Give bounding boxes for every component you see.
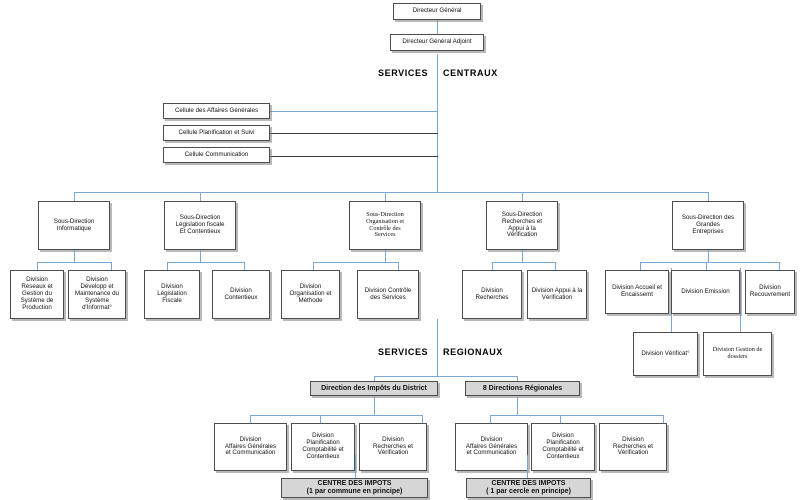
node-sous-direction-recherches-appui[interactable]: Sous-Direction Recherches et Appui à la … [486, 201, 558, 250]
connector-district-stem [374, 396, 375, 415]
connector-cellule-2 [270, 133, 438, 134]
node-cellule-planification-suivi[interactable]: Cellule Planification et Suivi [163, 125, 270, 141]
node-division-legislation-fiscale[interactable]: Division Législation Fiscale [144, 270, 200, 319]
connector-sd5-stem [708, 250, 709, 262]
connector-dga-trunk [437, 54, 438, 192]
connector-regional-trunk [437, 319, 438, 376]
connector-regions-rd4 [490, 415, 491, 423]
node-division-emission[interactable]: Division Emission [671, 270, 740, 314]
node-division-organisation-methode[interactable]: Division Organisation et Méthode [281, 270, 340, 319]
connector-centre-cercle [527, 455, 528, 478]
connector-district-rd3 [422, 415, 423, 423]
node-division-recherches[interactable]: Division Recherches [462, 270, 522, 319]
node-division-verification[interactable]: Division Vérificat° [633, 332, 698, 376]
connector-district-rd2 [320, 415, 321, 423]
node-centre-impots-commune[interactable]: CENTRE DES IMPOTS (1 par commune en prin… [281, 478, 428, 498]
connector-sd4-bus [492, 262, 555, 263]
label-services-regionaux-left: SERVICES [378, 347, 429, 357]
connector-sd3-stem [385, 250, 386, 262]
connector-cellule-1 [270, 111, 438, 112]
connector-drop-sd3 [385, 192, 386, 201]
node-region-division-planification[interactable]: Division Planification Comptabilité et C… [531, 423, 595, 471]
connector-regions-rd5 [560, 415, 561, 423]
connector-sd2-stem [200, 250, 201, 262]
node-sous-direction-organisation-controle[interactable]: Sous-Direction Organisation et Contrôle … [349, 201, 421, 250]
connector-bus-sous-directions [74, 192, 708, 193]
node-division-accueil-encaissement[interactable]: Division Accueil et Encaissemt [605, 270, 669, 314]
node-region-division-affaires-generales[interactable]: Division Affaires Générales et Communica… [455, 423, 528, 471]
connector-sd4-d8 [555, 262, 556, 270]
connector-regions-bus [490, 415, 664, 416]
node-division-appui-verification[interactable]: Division Appui à la Vérification [527, 270, 587, 319]
connector-regions-stem [517, 396, 518, 415]
node-division-gestion-dossiers[interactable]: Division Gestion de dossiers [703, 332, 772, 376]
node-division-reseaux-gestion[interactable]: Division Réseaux et Gestion du Système d… [10, 270, 64, 319]
connector-centre-commune [355, 455, 356, 478]
node-district-division-affaires-generales[interactable]: Division Affaires Générales et Communica… [214, 423, 287, 471]
node-district-division-recherches-verification[interactable]: Division Recherches et Vérification [359, 423, 427, 471]
connector-sd5-d13 [740, 268, 741, 332]
connector-regional-bus [374, 376, 517, 377]
node-division-contentieux[interactable]: Division Contentieux [212, 270, 270, 319]
label-services-centraux-left: SERVICES [378, 68, 429, 78]
connector-district-bus [250, 415, 422, 416]
connector-drop-sd5 [708, 192, 709, 201]
connector-sd1-bus [37, 262, 112, 263]
connector-sd5-d10 [706, 262, 707, 270]
node-district-division-planification[interactable]: Division Planification Comptabilité et C… [291, 423, 355, 471]
connector-sd4-d7 [492, 262, 493, 270]
node-division-recouvrement[interactable]: Division Recouvrement [745, 270, 795, 314]
node-directeur-general-adjoint[interactable]: Directeur Général Adjoint [390, 34, 484, 51]
node-division-controle-services[interactable]: Division Contrôle des Services [357, 270, 419, 319]
label-centraux: CENTRAUX [443, 68, 498, 78]
connector-sd3-d6 [398, 262, 399, 270]
node-sous-direction-grandes-entreprises[interactable]: Sous-Direction des Grandes Entreprises [672, 201, 744, 250]
connector-drop-sd1 [74, 192, 75, 201]
connector-sd1-stem [74, 250, 75, 262]
connector-regional-district [374, 376, 375, 382]
node-8-directions-regionales[interactable]: 8 Directions Régionales [465, 381, 580, 396]
connector-sd2-d3 [167, 262, 168, 270]
connector-sd3-bus [313, 262, 398, 263]
connector-sd2-bus [167, 262, 244, 263]
connector-sd5-d9 [640, 262, 641, 270]
node-sous-direction-informatique[interactable]: Sous-Direction Informatique [38, 201, 110, 250]
connector-dg-to-dga [437, 20, 438, 34]
connector-sd1-d1 [37, 262, 38, 270]
node-direction-impots-district[interactable]: Direction des Impôts du District [310, 381, 438, 396]
node-region-division-recherches-verification[interactable]: Division Recherches et Vérification [599, 423, 667, 471]
connector-sd1-d2 [111, 262, 112, 270]
node-centre-impots-cercle[interactable]: CENTRE DES IMPOTS ( 1 par cercle en prin… [466, 478, 591, 498]
connector-regions-rd6 [663, 415, 664, 423]
node-cellule-affaires-generales[interactable]: Cellule des Affaires Générales [163, 103, 270, 119]
connector-drop-sd4 [522, 192, 523, 201]
connector-sd5-bus [640, 262, 779, 263]
connector-cellule-3 [270, 156, 438, 157]
connector-district-rd1 [250, 415, 251, 423]
connector-sd2-d4 [244, 262, 245, 270]
node-division-developpement-maintenance[interactable]: Division Développ et Maintenance du Syst… [68, 270, 126, 319]
connector-sd4-stem [522, 250, 523, 262]
connector-drop-sd2 [200, 192, 201, 201]
connector-sd5-d11 [779, 262, 780, 270]
node-directeur-general[interactable]: Directeur Général [393, 3, 481, 20]
label-regionaux: REGIONAUX [443, 347, 503, 357]
node-cellule-communication[interactable]: Cellule Communication [163, 147, 270, 163]
connector-sd3-d5 [313, 262, 314, 270]
node-sous-direction-legislation-contentieux[interactable]: Sous-Direction Législation fiscale Et Co… [164, 201, 236, 250]
connector-regional-regions [517, 376, 518, 382]
